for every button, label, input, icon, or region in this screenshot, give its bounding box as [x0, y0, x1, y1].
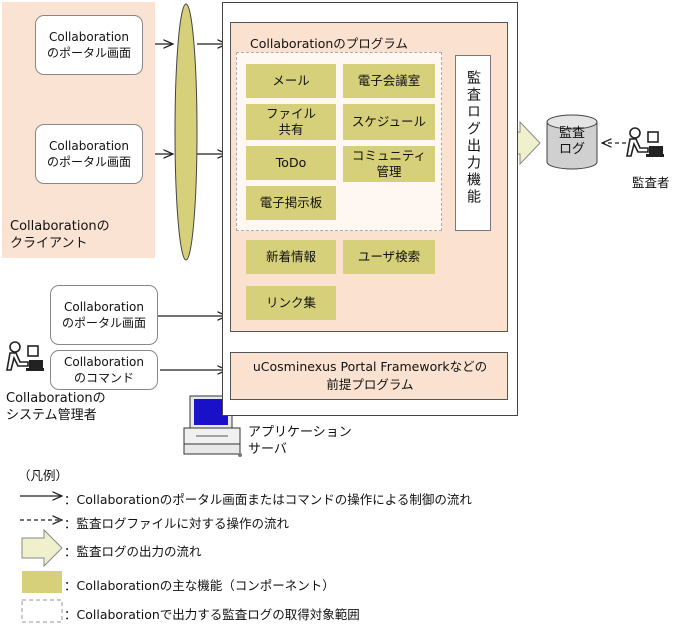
admin-label: Collaborationの システム管理者: [6, 391, 106, 423]
framework-box: [230, 352, 508, 400]
component-mail: メール: [246, 64, 336, 98]
network-ellipse: [174, 3, 198, 261]
auditor-label: 監査者: [632, 175, 670, 190]
audit-log-output-box: 監査ログ出力機能: [455, 55, 491, 231]
component-community: コミュニティ管理: [343, 146, 435, 182]
audit-log-label: 監査 ログ: [558, 126, 585, 157]
component-conference: 電子会議室: [343, 64, 435, 98]
component-news: 新着情報: [246, 240, 336, 274]
component-bbs: 電子掲示板: [246, 186, 336, 220]
framework-label: uCosminexus Portal Frameworkなどの 前提プログラム: [252, 359, 488, 392]
admin-user-icon: [6, 341, 45, 372]
legend-component-swatch: [22, 571, 62, 593]
component-schedule: スケジュール: [343, 104, 435, 140]
audit-log-cylinder-icon: [546, 114, 598, 170]
component-file-share: ファイル共有: [246, 104, 336, 140]
legend-item-log-file-flow: ：監査ログファイルに対する操作の流れ: [64, 516, 290, 531]
component-user-search: ユーザ検索: [343, 240, 435, 274]
legend-item-control-flow: ：Collaborationのポータル画面またはコマンドの操作による制御の流れ: [64, 492, 472, 507]
legend-item-component: ：Collaborationの主な機能（コンポーネント）: [64, 578, 335, 593]
component-todo: ToDo: [246, 146, 336, 180]
legend-item-scope: ：Collaborationで出力する監査ログの取得対象範囲: [64, 607, 360, 622]
legend-block-arrow: [21, 528, 63, 568]
legend-item-log-output-flow: ：監査ログの出力の流れ: [64, 544, 202, 559]
legend-title: （凡例）: [18, 468, 69, 483]
legend-dashed-area: [21, 599, 63, 623]
component-links: リンク集: [246, 286, 336, 320]
program-title: Collaborationのプログラム: [250, 36, 408, 51]
app-server-label: アプリケーション サーバ: [248, 425, 352, 457]
auditor-icon: [626, 127, 665, 158]
client-area-label: Collaborationの クライアント: [10, 219, 110, 251]
